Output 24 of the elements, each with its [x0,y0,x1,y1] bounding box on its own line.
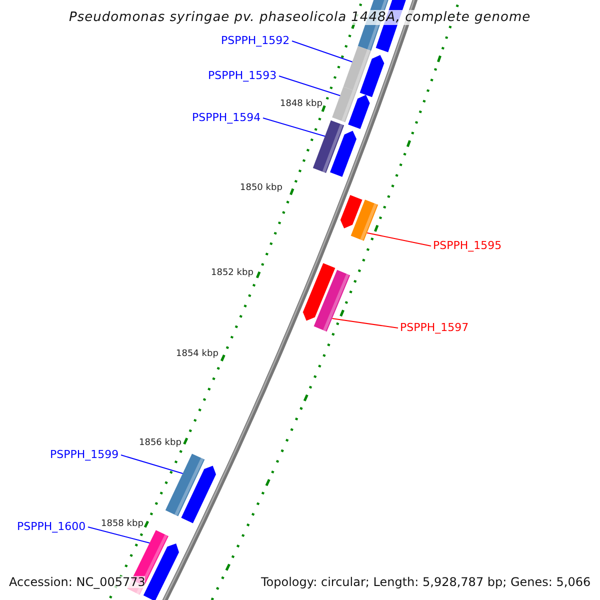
scale-label: 1854 kbp [176,350,218,359]
gene-label: PSPPH_1600 [17,520,86,532]
leader-line [332,318,398,328]
scale-label: 1848 kbp [280,100,322,109]
gene-label: PSPPH_1595 [433,240,502,250]
leader-line [366,232,432,246]
genome-summary: Topology: circular; Length: 5,928,787 bp; Genes: 5,066 [261,576,591,588]
leader-line [262,118,326,137]
gene-bar [350,200,378,241]
gene-bar [343,46,372,92]
scale-label: 1852 kbp [211,269,254,278]
gene-label: PSPPH_1594 [192,112,261,122]
gene-bar [312,120,344,173]
gene-bar [165,454,205,516]
gene-bar [314,270,350,332]
gene-label: PSPPH_1593 [208,70,277,80]
gene-bar [332,86,356,122]
leader-line [278,76,341,96]
leader-line [292,40,353,62]
gene-label: PSPPH_1597 [400,322,469,332]
leader-line [88,526,150,544]
gene-label: PSPPH_1592 [221,34,290,46]
gene-label: PSPPH_1599 [50,448,119,460]
leader-line [120,454,184,474]
